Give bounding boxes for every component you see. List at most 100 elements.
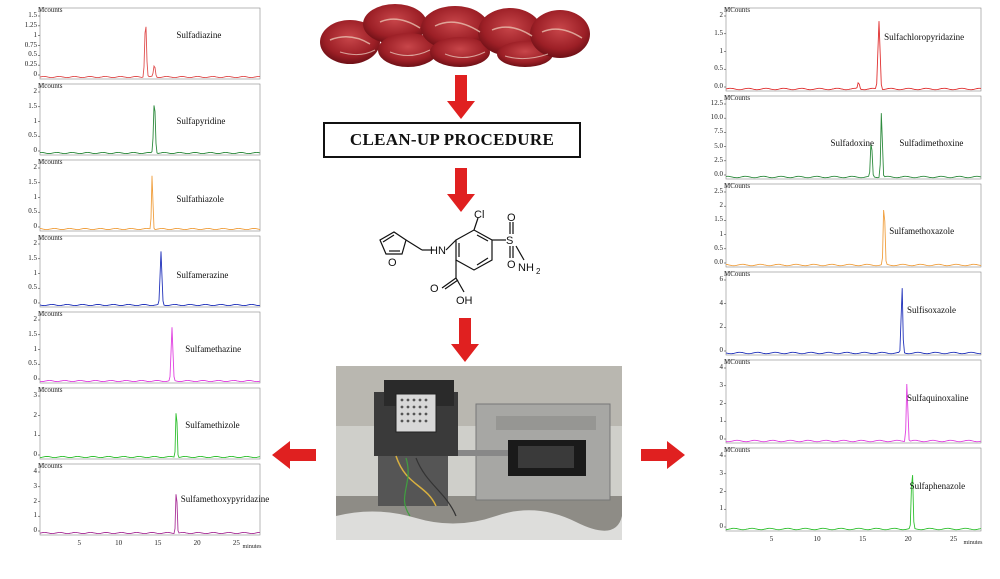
y-tick-label: 1: [719, 46, 724, 55]
left-chromatogram-plot: [38, 7, 261, 80]
down-arrow-1: [447, 75, 475, 119]
y-unit-label: Mcounts: [38, 386, 63, 394]
y-unit-label: Mcounts: [38, 462, 63, 470]
y-unit-label: MCounts: [724, 270, 751, 278]
x-tick-label: 10: [115, 539, 123, 547]
down-arrow-2: [447, 168, 475, 212]
y-unit-label: Mcounts: [38, 310, 63, 318]
down-arrow-3: [451, 318, 479, 362]
chromatogram-trace: [39, 327, 261, 383]
y-tick-label: 2: [719, 201, 724, 210]
y-unit-label: Mcounts: [38, 6, 63, 14]
y-tick-label: 1: [33, 192, 38, 201]
right-chromatogram-plot: [724, 271, 982, 356]
y-tick-label: 2: [33, 496, 38, 505]
x-unit-label: minutes: [242, 544, 262, 550]
hydroxyl-label: OH: [456, 295, 473, 307]
y-unit-label: MCounts: [724, 6, 751, 14]
compound-name-label: Sulfamethazine: [185, 344, 242, 355]
y-tick-label: 1.5: [28, 329, 37, 338]
compound-name-label: Sulfamerazine: [176, 270, 229, 281]
plot-frame: [725, 359, 982, 444]
meat-sample-image: [320, 4, 590, 67]
sulfur-label: S: [506, 235, 513, 247]
y-tick-label: 1.5: [714, 215, 723, 224]
plot-frame: [725, 95, 982, 180]
plot-frame: [39, 235, 261, 308]
plot-frame: [39, 463, 261, 536]
y-tick-label: 4: [719, 298, 724, 307]
y-tick-label: 0.0: [714, 258, 723, 266]
compound-name-label: Sulfathiazole: [176, 194, 224, 205]
y-tick-label: 2: [719, 398, 724, 407]
y-tick-label: 2: [719, 11, 724, 19]
y-tick-label: 2: [719, 322, 724, 331]
y-unit-label: MCounts: [724, 94, 751, 102]
y-tick-label: 0: [33, 450, 38, 458]
right-chromatogram-plot: [724, 183, 982, 268]
y-tick-label: 1: [719, 504, 724, 513]
plot-frame: [725, 7, 982, 92]
cleanup-procedure-label: CLEAN-UP PROCEDURE: [349, 130, 555, 149]
plot-frame: [39, 159, 261, 232]
sulfonyl-oxygen-bottom-label: O: [507, 259, 516, 271]
y-tick-label: 2.5: [714, 155, 723, 164]
chromatogram-trace: [39, 251, 260, 307]
y-tick-label: 4: [719, 363, 724, 371]
y-unit-label: Mcounts: [38, 158, 63, 166]
y-tick-label: 6: [719, 275, 724, 283]
y-unit-label: Mcounts: [38, 82, 63, 90]
y-tick-label: 0.5: [28, 131, 37, 140]
y-tick-label: 1.5: [28, 177, 37, 186]
y-tick-label: 1: [719, 416, 724, 425]
y-tick-label: 0.5: [28, 50, 37, 59]
sulfonyl-oxygen-top-label: O: [507, 212, 516, 224]
compound-name-label: Sulfachloropyridazine: [884, 32, 965, 43]
compound-name-label: Sulfapyridine: [176, 116, 226, 127]
y-tick-label: 12.5: [710, 99, 723, 107]
plot-frame: [725, 271, 982, 356]
y-tick-label: 0: [33, 526, 38, 534]
sulfonamide-nh-label: NH: [518, 262, 534, 274]
y-tick-label: 1: [33, 344, 38, 353]
y-tick-label: 1.5: [28, 11, 37, 19]
chromatogram-trace: [725, 383, 982, 443]
x-tick-label: 5: [77, 539, 82, 547]
chromatogram-trace: [39, 494, 260, 535]
plot-frame: [39, 387, 261, 460]
chloro-label: Cl: [474, 210, 484, 221]
chromatogram-trace: [725, 288, 981, 355]
y-tick-label: 0.5: [28, 207, 37, 216]
y-tick-label: 0.5: [714, 243, 723, 252]
x-tick-label: 20: [904, 535, 912, 543]
right-chromatogram-plot: [724, 447, 982, 532]
y-tick-label: 3: [719, 380, 724, 389]
sulfonamide-subscript: 2: [536, 267, 540, 276]
plot-frame: [39, 83, 261, 156]
y-tick-label: 0: [33, 222, 38, 230]
y-tick-label: 0.0: [714, 170, 723, 178]
y-unit-label: Mcounts: [38, 234, 63, 242]
x-unit-label: minutes: [963, 540, 983, 546]
y-tick-label: 0: [33, 146, 38, 154]
right-chromatogram-plot: [724, 7, 982, 92]
plot-frame: [39, 7, 261, 80]
y-tick-label: 2: [33, 163, 38, 171]
compound-name-label: Sulfamethizole: [185, 420, 240, 431]
left-chromatogram-plot: [38, 311, 261, 384]
x-tick-label: 20: [193, 539, 201, 547]
y-tick-label: 0.75: [24, 40, 37, 49]
y-tick-label: 3: [33, 391, 38, 399]
y-tick-label: 2.5: [714, 187, 723, 195]
y-tick-label: 4: [719, 451, 724, 459]
left-chromatogram-plot: [38, 159, 261, 232]
compound-name-label: Sulfaquinoxaline: [907, 393, 969, 404]
